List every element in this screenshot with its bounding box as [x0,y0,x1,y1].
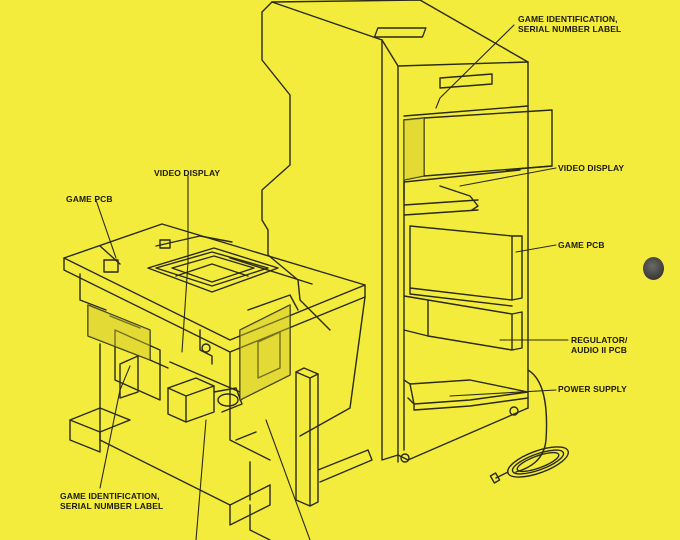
callout-lines [95,24,569,540]
cocktail-cabinet [63,223,373,540]
label-upright-regulator: REGULATOR/ AUDIO II PCB [571,335,628,355]
label-upright-power-supply: POWER SUPPLY [558,384,627,394]
label-upright-game-pcb: GAME PCB [558,240,605,250]
label-cocktail-game-pcb: GAME PCB [66,194,113,204]
label-cocktail-video-display: VIDEO DISPLAY [154,168,221,178]
upright-cabinet [261,0,570,484]
label-upright-serial: GAME IDENTIFICATION, SERIAL NUMBER LABEL [518,14,622,34]
label-cocktail-serial: GAME IDENTIFICATION, SERIAL NUMBER LABEL [60,491,164,511]
punch-hole [643,257,664,280]
label-upright-video-display: VIDEO DISPLAY [558,163,625,173]
